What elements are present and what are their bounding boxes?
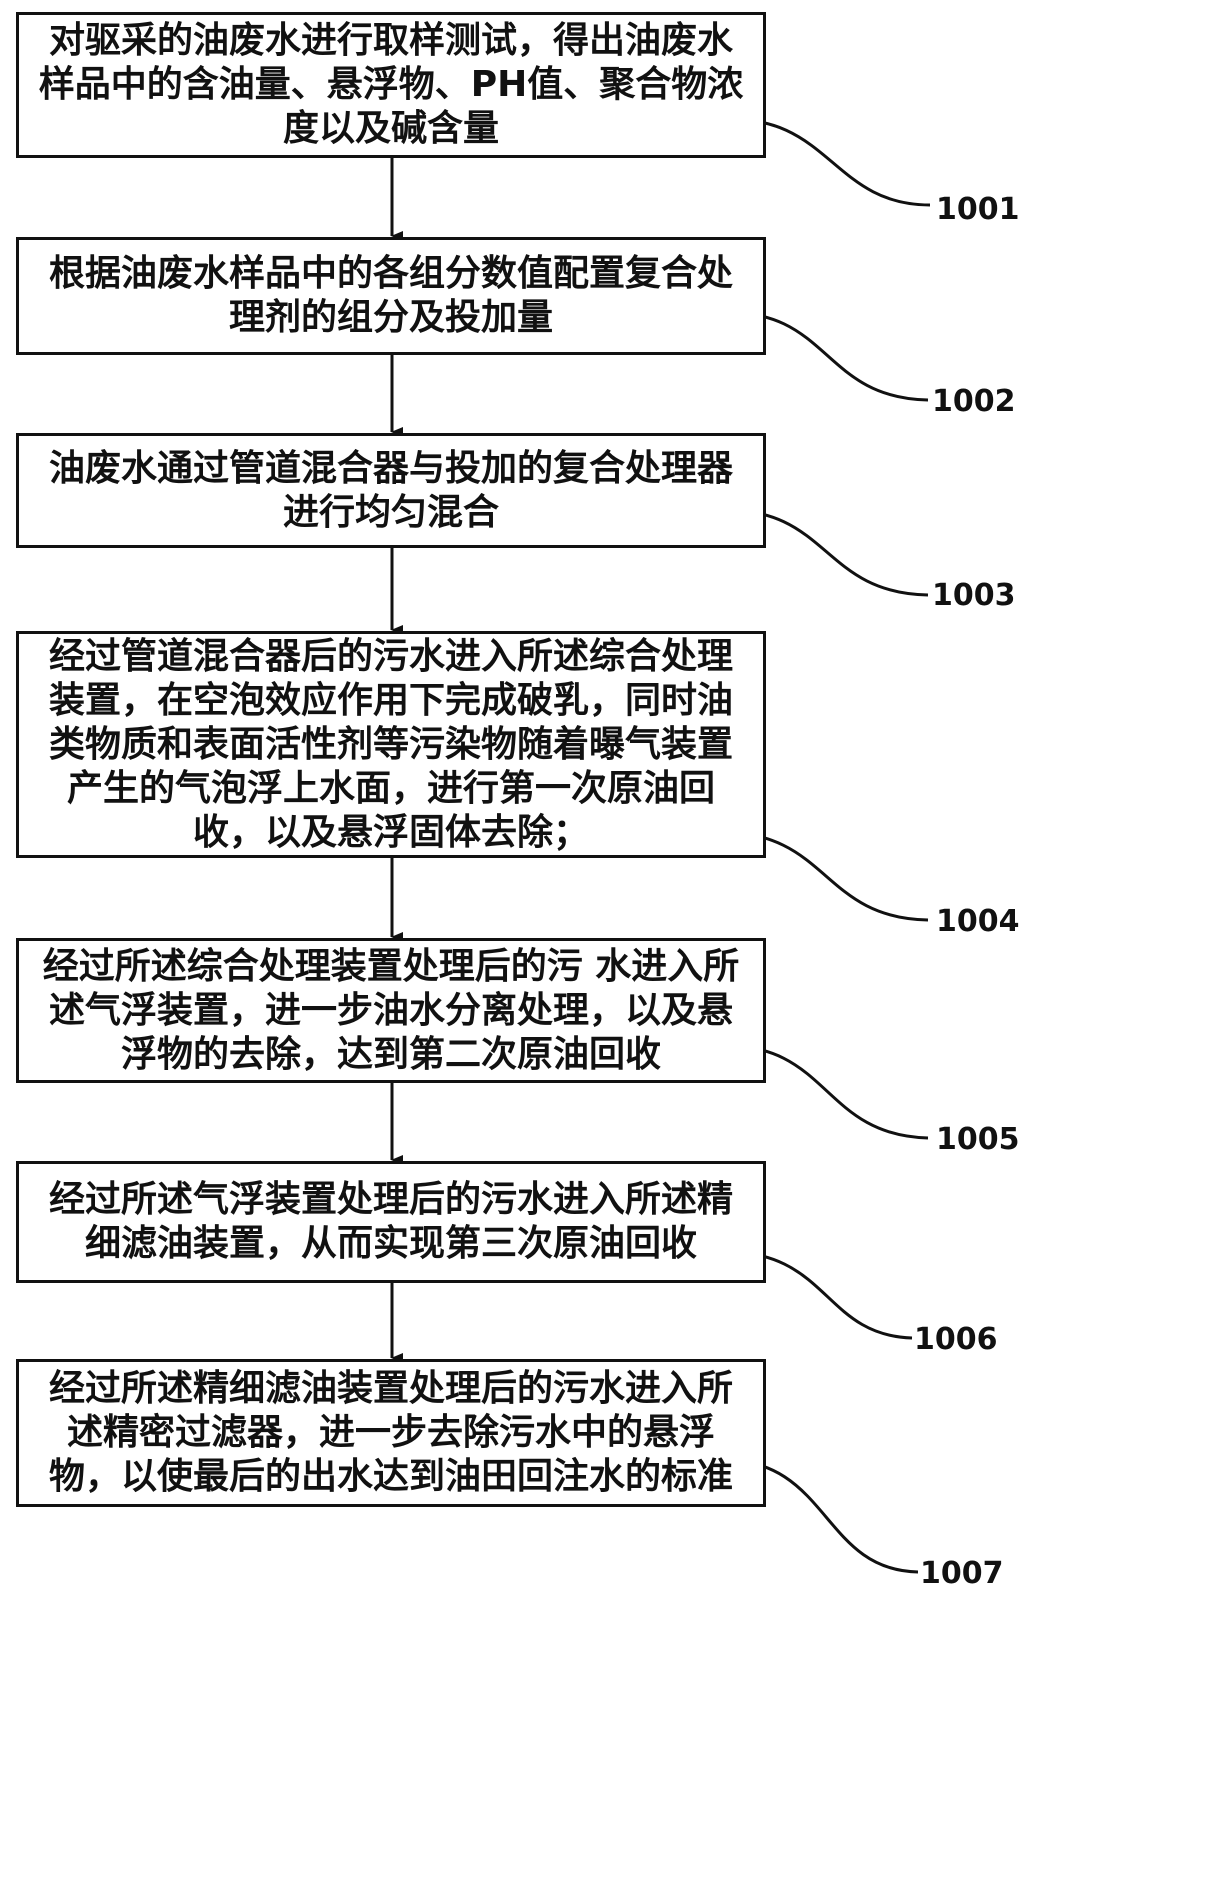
step-text-1004: 经过管道混合器后的污水进入所述综合处理装置，在空泡效应作用下完成破乳，同时油类物…: [48, 635, 733, 853]
ref-label-1001: 1001: [936, 192, 1020, 227]
step-box-1006: 经过所述气浮装置处理后的污水进入所述精细滤油装置，从而实现第三次原油回收: [16, 1161, 766, 1283]
ref-label-1004: 1004: [936, 904, 1020, 939]
step-box-1001: 对驱采的油废水进行取样测试，得出油废水样品中的含油量、悬浮物、PH值、聚合物浓度…: [16, 12, 766, 158]
step-box-1003: 油废水通过管道混合器与投加的复合处理器进行均匀混合: [16, 433, 766, 548]
ref-label-1002: 1002: [932, 384, 1016, 419]
ref-label-1006: 1006: [914, 1322, 998, 1357]
step-box-1004: 经过管道混合器后的污水进入所述综合处理装置，在空泡效应作用下完成破乳，同时油类物…: [16, 631, 766, 858]
step-text-1001: 对驱采的油废水进行取样测试，得出油废水样品中的含油量、悬浮物、PH值、聚合物浓度…: [38, 20, 744, 149]
step-box-1007: 经过所述精细滤油装置处理后的污水进入所述精密过滤器，进一步去除污水中的悬浮物，以…: [16, 1359, 766, 1507]
ref-label-1007: 1007: [920, 1556, 1004, 1591]
step-box-1005: 经过所述综合处理装置处理后的污 水进入所述气浮装置，进一步油水分离处理，以及悬浮…: [16, 938, 766, 1083]
ref-label-1005: 1005: [936, 1122, 1020, 1157]
step-box-1002: 根据油废水样品中的各组分数值配置复合处理剂的组分及投加量: [16, 237, 766, 355]
step-text-1007: 经过所述精细滤油装置处理后的污水进入所述精密过滤器，进一步去除污水中的悬浮物，以…: [48, 1368, 733, 1497]
step-text-1003: 油废水通过管道混合器与投加的复合处理器进行均匀混合: [48, 447, 733, 533]
ref-label-1003: 1003: [932, 578, 1016, 613]
step-text-1005: 经过所述综合处理装置处理后的污 水进入所述气浮装置，进一步油水分离处理，以及悬浮…: [42, 945, 740, 1075]
step-text-1002: 根据油废水样品中的各组分数值配置复合处理剂的组分及投加量: [48, 253, 733, 338]
step-text-1006: 经过所述气浮装置处理后的污水进入所述精细滤油装置，从而实现第三次原油回收: [48, 1179, 733, 1264]
